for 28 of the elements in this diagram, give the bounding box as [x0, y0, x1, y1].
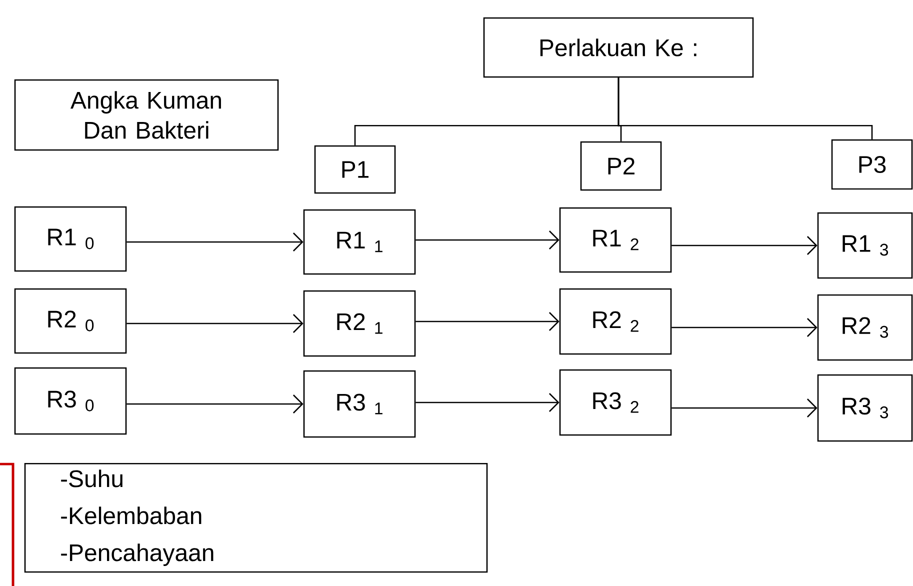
process-box: R3 $_{0}$ — [14, 367, 127, 435]
process-box: R1 $_{2}$ — [559, 207, 672, 273]
factor-list-box: -Suhu -Kelembaban -Pencahayaan — [24, 463, 488, 573]
arrow — [416, 393, 560, 412]
process-box: R1 $_{1}$ — [303, 209, 416, 275]
process-box: R2 $_{0}$ — [14, 288, 127, 354]
process-box: R1 $_{3}$ — [817, 212, 913, 279]
arrow — [672, 318, 818, 337]
process-box: R2 $_{3}$ — [817, 294, 913, 361]
arrow — [416, 312, 560, 331]
arrow — [672, 398, 818, 418]
process-box: R3 $_{1}$ — [303, 370, 416, 438]
process-box: R2 $_{1}$ — [303, 290, 416, 357]
connector-line — [618, 78, 873, 140]
process-box: R3 $_{3}$ — [817, 374, 913, 442]
process-box: R1 $_{0}$ — [14, 206, 127, 272]
process-box: P3 — [831, 139, 913, 190]
header-box: Perlakuan Ke : — [483, 17, 754, 78]
arrow — [416, 230, 560, 250]
arrow — [126, 232, 304, 252]
process-box: R3 $_{2}$ — [559, 369, 672, 436]
process-box: P2 — [580, 141, 662, 191]
process-box: P1 — [314, 145, 396, 194]
title-box: Angka Kuman Dan Bakteri — [14, 79, 279, 151]
arrow — [126, 314, 304, 333]
arrow — [126, 394, 304, 414]
process-box: R2 $_{2}$ — [559, 288, 672, 355]
arrow — [672, 236, 818, 255]
